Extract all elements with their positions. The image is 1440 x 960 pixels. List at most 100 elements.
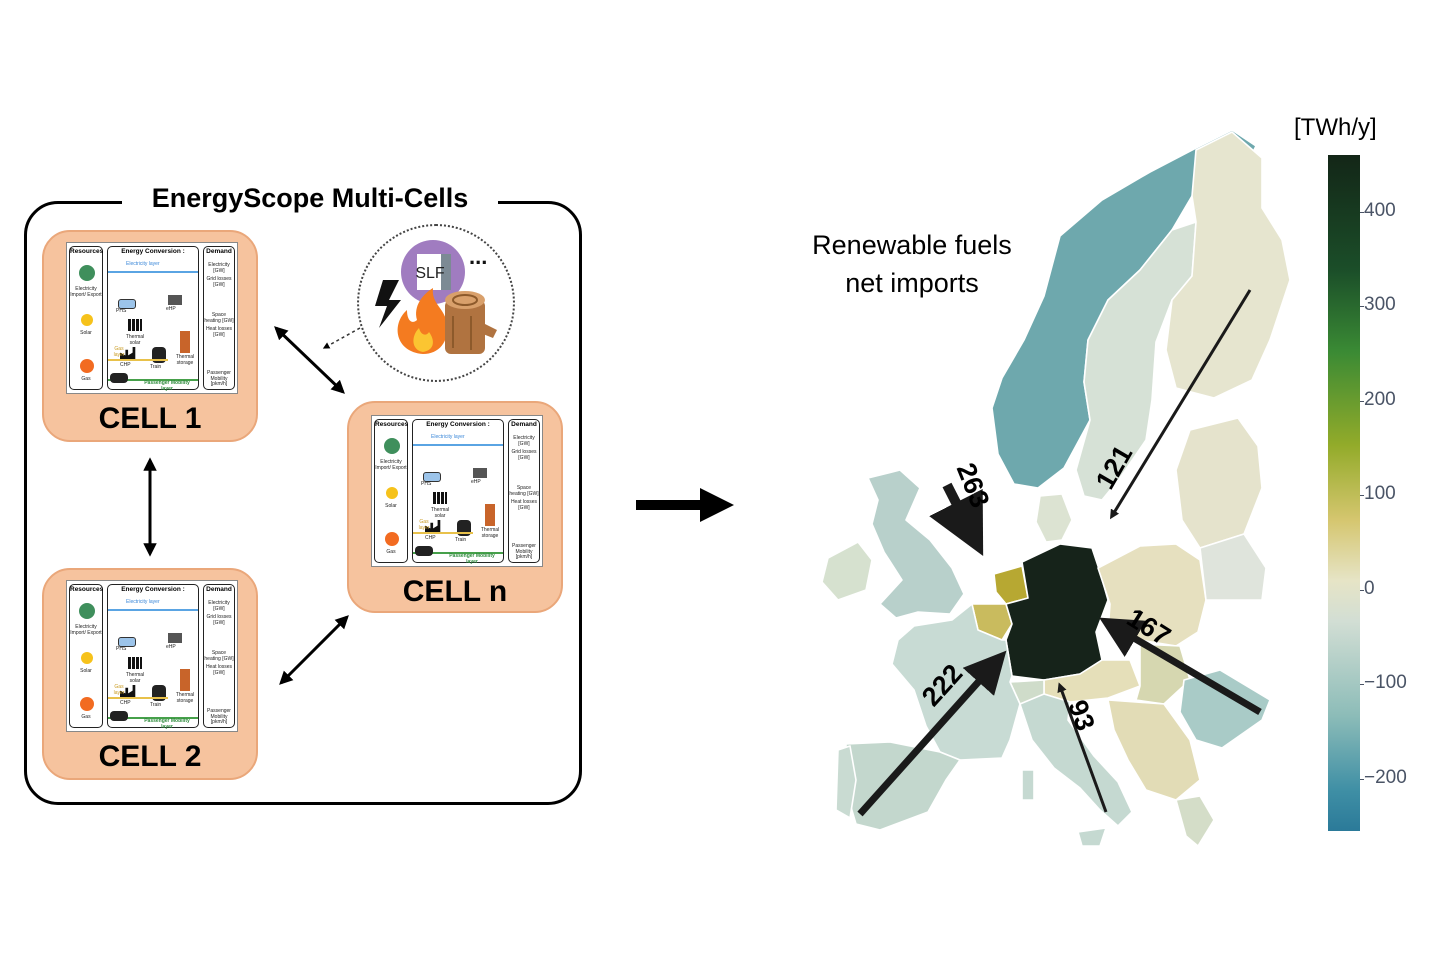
demand-grid-losses: Grid losses [GW] bbox=[206, 614, 232, 626]
country-romania bbox=[1179, 669, 1271, 749]
gas-flame-icon bbox=[385, 532, 399, 546]
cell-2-label: CELL 2 bbox=[98, 740, 202, 773]
panel-transition-arrow bbox=[636, 488, 734, 522]
thermal-storage-icon bbox=[180, 331, 190, 353]
thermal-storage-label: Thermal storage bbox=[175, 692, 195, 704]
colorbar-tick-label: 0 bbox=[1364, 577, 1375, 599]
car-icon bbox=[415, 546, 433, 556]
demand-column: Demand Electricity [GW] Grid losses [GW]… bbox=[203, 584, 235, 728]
gas-flame-icon bbox=[80, 697, 94, 711]
demand-passenger-mobility: Passenger Mobility [pkm/h] bbox=[207, 370, 231, 387]
country-baltics bbox=[1175, 417, 1263, 549]
conversion-column: Energy Conversion : Electricity layer PH… bbox=[107, 584, 199, 730]
thermal-solar-icon bbox=[433, 492, 447, 504]
fuels-link bbox=[322, 327, 361, 349]
thermal-storage-icon bbox=[180, 669, 190, 691]
demand-electricity: Electricity [GW] bbox=[208, 262, 230, 274]
country-belarus bbox=[1199, 533, 1267, 601]
colorbar-tick-label: 200 bbox=[1364, 388, 1396, 410]
demand-header: Demand bbox=[206, 586, 232, 593]
thermal-solar-label: Thermal solar bbox=[430, 507, 450, 519]
electricity-layer-label: Electricity layer bbox=[126, 599, 160, 605]
demand-electricity: Electricity [GW] bbox=[513, 435, 535, 447]
map-title: Renewable fuels net imports bbox=[790, 226, 1034, 302]
resource-electricity: Electricity Import/ Export bbox=[70, 624, 102, 636]
link-cell2-celln bbox=[279, 615, 349, 685]
more-fuels-ellipsis: ... bbox=[469, 244, 487, 269]
colorbar-tick-mark bbox=[1360, 211, 1364, 213]
demand-heat-losses: Heat losses [GW] bbox=[510, 499, 538, 511]
country-uk bbox=[867, 469, 965, 619]
cell-n-label: CELL n bbox=[402, 575, 508, 608]
demand-header: Demand bbox=[206, 248, 232, 255]
electricity-layer-label: Electricity layer bbox=[431, 434, 465, 440]
colorbar-tick-mark bbox=[1360, 495, 1364, 497]
phs-label: PHS bbox=[116, 646, 127, 652]
island-sardinia bbox=[1021, 769, 1035, 801]
ehp-icon bbox=[168, 295, 182, 305]
conversion-header: Energy Conversion : bbox=[426, 421, 490, 428]
country-ireland bbox=[821, 541, 873, 601]
cell-connectors bbox=[143, 326, 361, 685]
link-cell1-celln bbox=[274, 326, 345, 394]
demand-grid-losses: Grid losses [GW] bbox=[206, 276, 232, 288]
resource-solar: Solar bbox=[80, 668, 92, 674]
demand-space-heating: Space heating [GW] bbox=[509, 485, 539, 497]
mobility-layer-label: Passenger Mobility layer bbox=[144, 718, 190, 730]
phs-label: PHS bbox=[116, 308, 127, 314]
thermal-solar-icon bbox=[128, 319, 142, 331]
ehp-label: eHP bbox=[166, 644, 176, 650]
wood-log-icon bbox=[445, 291, 497, 354]
chp-label: CHP bbox=[120, 700, 131, 706]
electricity-layer-label: Electricity layer bbox=[126, 261, 160, 267]
thermal-storage-label: Thermal storage bbox=[175, 354, 195, 366]
colorbar-title: [TWh/y] bbox=[1294, 114, 1377, 141]
gas-layer-line bbox=[108, 359, 168, 361]
colorbar bbox=[1328, 155, 1360, 831]
train-label: Train bbox=[150, 702, 162, 708]
map-title-line-2: net imports bbox=[845, 268, 979, 298]
resource-gas: Gas bbox=[81, 376, 91, 382]
demand-passenger-mobility: Passenger Mobility [pkm/h] bbox=[207, 708, 231, 725]
train-label: Train bbox=[150, 364, 162, 370]
thermal-solar-label: Thermal solar bbox=[125, 334, 145, 346]
lightning-icon bbox=[375, 280, 401, 328]
country-sweden bbox=[1075, 221, 1197, 501]
conversion-column: Energy Conversion : Electricity layer PH… bbox=[412, 419, 504, 564]
electricity-bus bbox=[108, 271, 198, 273]
flow-arrow-167 bbox=[1099, 617, 1262, 716]
thermal-storage-label: Thermal storage bbox=[480, 527, 500, 539]
chp-label: CHP bbox=[120, 362, 131, 368]
flow-arrow-222 bbox=[857, 650, 1007, 817]
colorbar-tick-label: 300 bbox=[1364, 294, 1396, 316]
gas-layer-label: Gas layer bbox=[113, 684, 125, 696]
demand-column: Demand Electricity [GW] Grid losses [GW]… bbox=[203, 246, 235, 390]
demand-space-heating: Space heating [GW] bbox=[204, 650, 234, 662]
conversion-column: Energy Conversion : Electricity layer PH… bbox=[107, 246, 199, 392]
phs-icon bbox=[423, 472, 441, 482]
conversion-header: Energy Conversion : bbox=[121, 248, 185, 255]
country-spain bbox=[845, 741, 961, 831]
demand-passenger-mobility: Passenger Mobility [pkm/h] bbox=[512, 543, 536, 560]
mobility-layer-label: Passenger Mobility layer bbox=[144, 380, 190, 392]
demand-header: Demand bbox=[511, 421, 537, 428]
model-thumbnail: Resources Electricity Import/ Export Sol… bbox=[66, 580, 238, 732]
frame-title: EnergyScope Multi-Cells bbox=[122, 178, 498, 218]
demand-heat-losses: Heat losses [GW] bbox=[205, 326, 233, 338]
island-sicily bbox=[1077, 827, 1107, 847]
demand-grid-losses: Grid losses [GW] bbox=[511, 449, 537, 461]
resources-column: Resources Electricity Import/ Export Sol… bbox=[69, 584, 103, 728]
chp-label: CHP bbox=[425, 535, 436, 541]
slf-label: SLF bbox=[415, 265, 445, 282]
gas-layer-line bbox=[413, 532, 473, 534]
resources-column: Resources Electricity Import/ Export Sol… bbox=[374, 419, 408, 563]
country-greece bbox=[1175, 795, 1215, 847]
electricity-bus bbox=[108, 609, 198, 611]
resource-gas: Gas bbox=[81, 714, 91, 720]
country-finland bbox=[1165, 131, 1291, 399]
model-thumbnail: Resources Electricity Import/ Export Sol… bbox=[66, 242, 238, 394]
resources-header: Resources bbox=[375, 421, 409, 428]
grid-icon bbox=[384, 438, 400, 454]
country-portugal bbox=[835, 745, 857, 819]
sun-icon bbox=[386, 487, 398, 499]
